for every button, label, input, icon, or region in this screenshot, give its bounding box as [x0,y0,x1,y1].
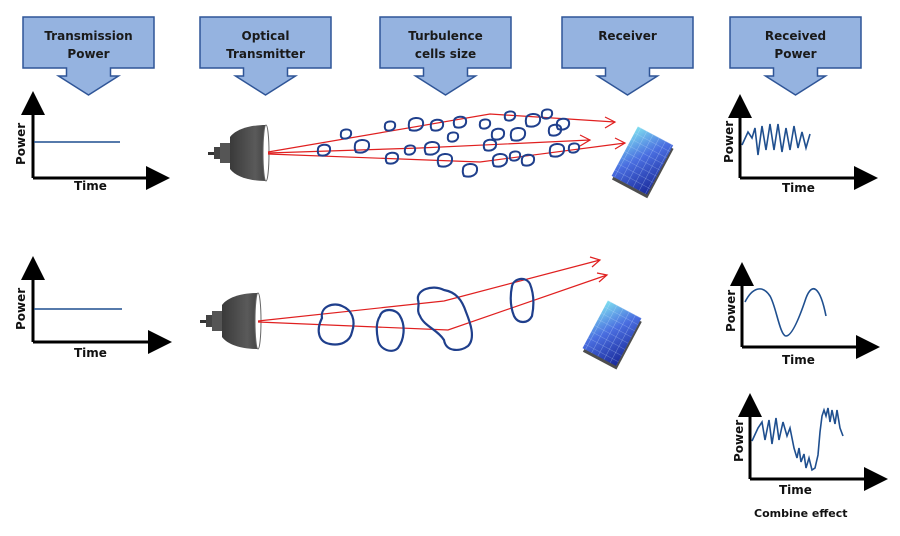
callout-arrow-box [199,16,332,96]
callout-arrow-box [561,16,694,96]
turbulence-cell [446,131,460,143]
turbulence-cell [520,153,536,167]
header-label: Power [67,47,109,61]
y-axis-label: Power [722,121,736,163]
x-axis-label: Time [779,483,812,497]
turbulence-cell [384,151,400,165]
turbulence-cell [317,303,355,346]
turbulence-cell [429,118,445,132]
y-axis-label: Power [14,288,28,330]
turbulence-cell [403,144,417,156]
turbulence-cell [547,123,563,137]
turbulence-cell [490,127,506,141]
receiver-panel-bottom [582,300,642,370]
turbulence-cell [452,115,468,129]
turbulence-cell [491,153,509,168]
header-label: Transmission [44,29,132,43]
header-turbulence-cells-size: Turbulence cells size [379,16,512,96]
optical-transmitter-lamp-top [208,124,270,182]
callout-arrow-box [379,16,512,96]
turbulence-cell [407,117,425,132]
optical-beams-top [267,113,627,163]
header-receiver: Receiver [561,16,694,96]
y-axis-label: Power [14,123,28,165]
turbulence-cell [416,286,474,352]
turbulence-cell [339,128,353,140]
turbulence-cell [567,142,581,154]
turbulence-cell [503,110,517,122]
rx-power-plot-combined: Power Time Combine effect [732,393,888,520]
turbulence-cell [509,277,535,324]
header-label: Received [765,29,826,43]
turbulence-cell [436,153,454,168]
turbulence-cell [540,108,554,120]
receiver-panel-top [611,126,674,199]
turbulence-cell [555,117,571,131]
turbulence-cell [524,113,542,128]
combined-fluctuation-signal [751,407,844,472]
turbulence-cell [423,141,441,156]
combine-effect-caption: Combine effect [754,507,847,520]
turbulence-cell [383,120,397,132]
turbulence-cell [375,308,405,352]
turbulence-cell [482,138,498,152]
turbulence-cell [478,118,492,130]
turbulence-cell [508,150,522,162]
x-axis-label: Time [74,179,107,193]
x-axis-label: Time [74,346,107,360]
tx-power-plot-bottom: Power Time [14,256,172,360]
large-turbulence-cells [317,277,535,352]
x-axis-label: Time [782,181,815,195]
x-axis-label: Time [782,353,815,367]
turbulence-cell [461,163,479,178]
turbulence-cell [316,143,332,157]
y-axis-label: Power [732,420,746,462]
small-turbulence-cells [316,108,581,178]
optical-beams-bottom [257,256,609,331]
header-label: Receiver [598,29,657,43]
y-axis-label: Power [724,290,738,332]
tx-power-plot-top: Power Time [14,91,170,193]
rx-power-plot-small-cells: Power Time [722,94,878,195]
slow-fluctuation-signal [744,287,827,337]
turbulence-cell [548,143,566,158]
callout-arrow-box [22,16,155,96]
fast-fluctuation-signal [741,123,811,156]
callout-arrow-box [729,16,862,96]
turbulence-cell [353,139,371,154]
header-label: Transmitter [226,47,305,61]
turbulence-cell [509,127,527,142]
header-label: cells size [415,47,476,61]
rx-power-plot-large-cells: Power Time [724,262,880,367]
header-label: Turbulence [408,29,483,43]
optical-transmitter-lamp-bottom [200,292,262,350]
header-label: Power [774,47,816,61]
header-label: Optical [242,29,290,43]
